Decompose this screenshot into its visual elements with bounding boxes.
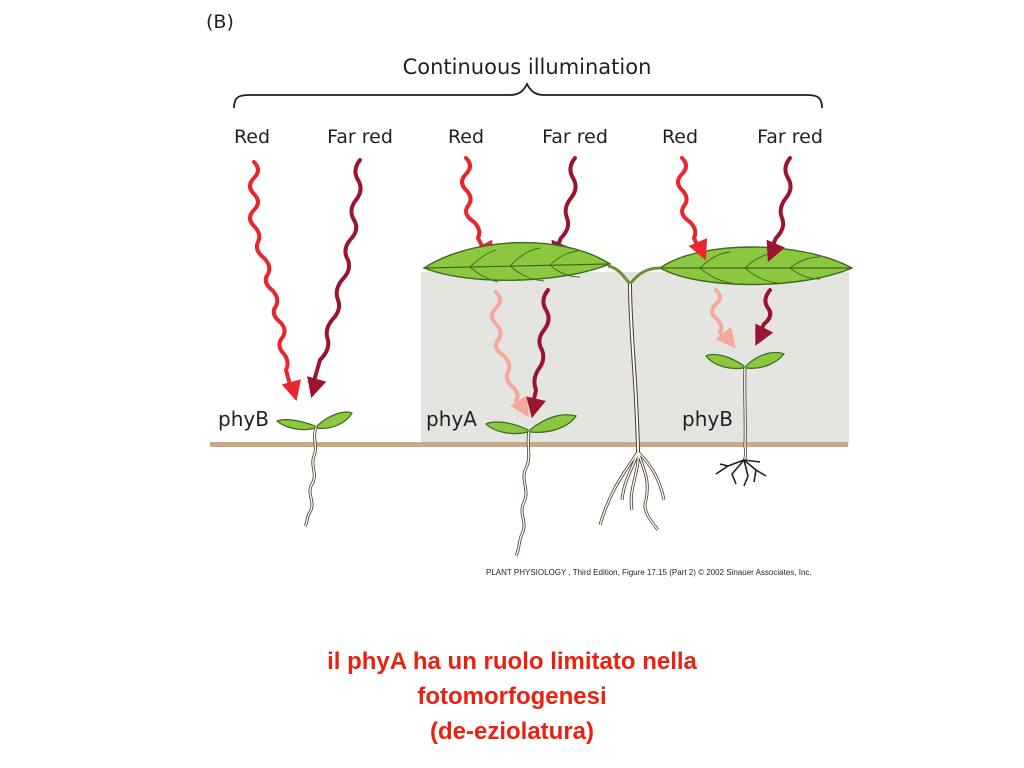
red-label-3: Red: [662, 126, 698, 148]
figure-credit: PLANT PHYSIOLOGY , Third Edition, Figure…: [486, 568, 812, 577]
far-red-label-2: Far red: [542, 126, 608, 148]
transmitted-far-red-light-arrow-2: [526, 288, 551, 419]
diagram-title: Continuous illumination: [403, 55, 652, 79]
red-label-1: Red: [234, 126, 270, 148]
filtered-red-light-arrow-3: [710, 288, 736, 349]
seedling-phyB-elongated: [705, 351, 785, 487]
filtered-red-light-arrow-2: [490, 290, 529, 418]
red-label-2: Red: [448, 126, 484, 148]
transmitted-far-red-light-arrow-3: [755, 288, 774, 346]
canopy-plant: [422, 241, 854, 531]
panel-label: (B): [206, 11, 234, 33]
far-red-light-arrow-2: [551, 156, 578, 262]
seedling-label-1: phyB: [218, 407, 269, 431]
red-light-arrow-3: [676, 156, 708, 261]
illumination-brace: [233, 81, 823, 109]
caption-line-1: il phyA ha un ruolo limitato nella: [327, 648, 697, 675]
caption-line-2: fotomorfogenesi: [417, 683, 607, 710]
red-light-arrow-2: [460, 156, 493, 263]
caption: il phyA ha un ruolo limitato nella fotom…: [200, 644, 824, 749]
red-light-arrow-1: [248, 160, 301, 402]
far-red-label-1: Far red: [327, 126, 393, 148]
seedling-label-3: phyB: [682, 407, 733, 431]
seedling-label-2: phyA: [426, 407, 477, 431]
caption-line-3: (de-eziolatura): [429, 718, 594, 745]
seedling-phyA-open: [484, 414, 577, 557]
far-red-light-arrow-1: [307, 158, 363, 399]
far-red-light-arrow-3: [766, 156, 793, 262]
far-red-label-3: Far red: [757, 126, 823, 148]
seedling-phyB-open: [275, 411, 353, 527]
figure-diagram: (B) Continuous illumination Red Far red …: [206, 11, 854, 577]
